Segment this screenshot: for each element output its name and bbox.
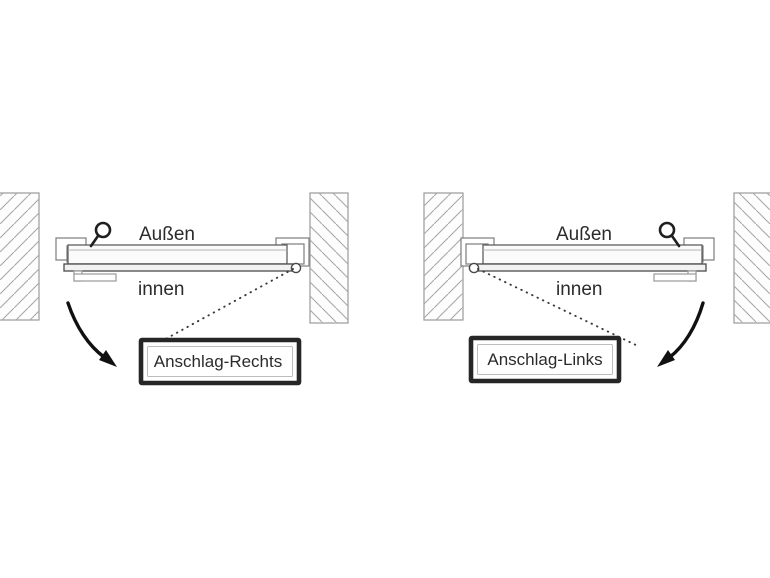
label-box-text: Anschlag-Rechts — [154, 352, 283, 371]
wall-left-block — [0, 192, 40, 321]
hinge-pivot-icon — [468, 262, 480, 274]
door-handle-bar — [653, 270, 697, 282]
dotted-leader-icon — [477, 268, 641, 348]
door-handle-bar — [73, 270, 117, 282]
wall-right-block — [309, 192, 349, 324]
wall-hatch-forward — [0, 193, 39, 320]
curved-arrow-icon — [657, 301, 705, 367]
label-box-anschlag-links[interactable]: Anschlag-Links — [468, 335, 622, 384]
outside-label: Außen — [139, 224, 195, 245]
wall-hatch-forward — [424, 193, 463, 320]
wall-hatch-backward — [734, 193, 770, 323]
outside-label: Außen — [556, 224, 612, 245]
label-box-text: Anschlag-Links — [487, 350, 602, 369]
diagram-anschlag-links: Außen innen Anschlag-Links — [423, 192, 770, 384]
hinge-pivot-icon — [290, 262, 302, 274]
diagram-anschlag-rechts: Außen innen Anschlag-Rechts — [0, 192, 349, 386]
door-leaf — [476, 244, 707, 272]
wall-right-block — [733, 192, 770, 324]
key-icon — [658, 221, 681, 248]
inside-label: innen — [138, 279, 185, 300]
label-box-anschlag-rechts[interactable]: Anschlag-Rechts — [138, 337, 302, 386]
door-leaf — [63, 244, 294, 272]
key-icon — [89, 221, 112, 248]
inside-label: innen — [556, 279, 603, 300]
curved-arrow-icon — [66, 301, 117, 367]
wall-hatch-backward — [310, 193, 348, 323]
wall-left-block — [423, 192, 464, 321]
